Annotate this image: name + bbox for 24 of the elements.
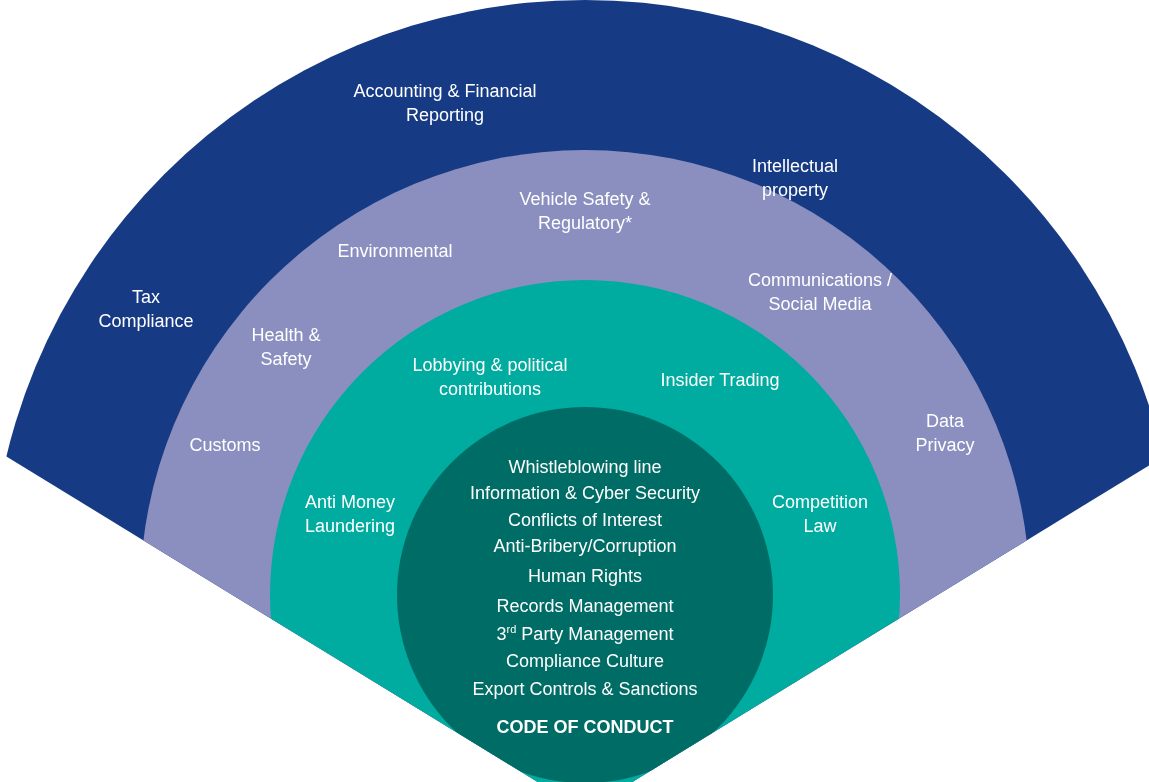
topic-label: Insider Trading [659,369,781,392]
topic-label: Intellectual property [750,155,840,202]
topic-label: Whistleblowing line [508,456,662,479]
topic-label: Lobbying & political contributions [411,354,569,401]
topic-label: Export Controls & Sanctions [472,678,698,701]
topic-label: Communications / Social Media [746,269,894,316]
topic-label: Anti Money Laundering [303,491,397,538]
topic-label: Competition Law [770,491,869,538]
topic-label: Tax Compliance [97,286,195,333]
topic-label: 3$^{rd}$ Party Management [496,622,674,646]
arc-band [6,0,1149,782]
topic-label: Compliance Culture [505,650,665,673]
topic-label: Health & Safety [250,324,322,371]
topic-label: Environmental [336,240,454,263]
topic-label: Accounting & Financial Reporting [352,80,538,127]
topic-label: Customs [188,434,262,457]
topic-label: Data Privacy [914,410,976,457]
topic-label: Records Management [496,595,674,618]
topic-label: Conflicts of Interest [507,509,663,532]
topic-label: Human Rights [528,565,642,588]
topic-label: Information & Cyber Security [469,482,701,505]
topic-label: Vehicle Safety & Regulatory* [518,188,652,235]
circle-heading: CODE OF CONDUCT [496,716,674,739]
topic-label: Anti-Bribery/Corruption [493,535,677,558]
